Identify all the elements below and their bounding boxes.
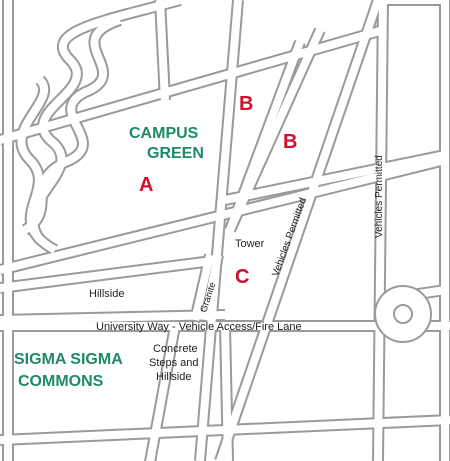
sigma-commons-label-line2: COMMONS [18, 373, 104, 390]
roundabout [374, 285, 432, 343]
concrete-steps-label-line3: Hillside [156, 371, 191, 383]
university-way-label: University Way - Vehicle Access/Fire Lan… [96, 321, 302, 333]
tower-label: Tower [235, 238, 265, 250]
zone-a-label: A [139, 174, 153, 196]
concrete-steps-label-line2: Steps and [149, 357, 199, 369]
zone-b-label: B [239, 93, 253, 115]
sigma-commons-label-line1: SIGMA SIGMA [14, 351, 123, 368]
vehicles-permitted-vertical-label: Vehicles Permitted [374, 155, 385, 238]
zone-c-label: C [235, 266, 249, 288]
hillside-label: Hillside [89, 288, 124, 300]
campus-green-label-line1: CAMPUS [129, 125, 199, 142]
zone-b-label: B [283, 131, 297, 153]
campus-green-label-line2: GREEN [147, 145, 204, 162]
concrete-steps-label-line1: Concrete [153, 343, 198, 355]
